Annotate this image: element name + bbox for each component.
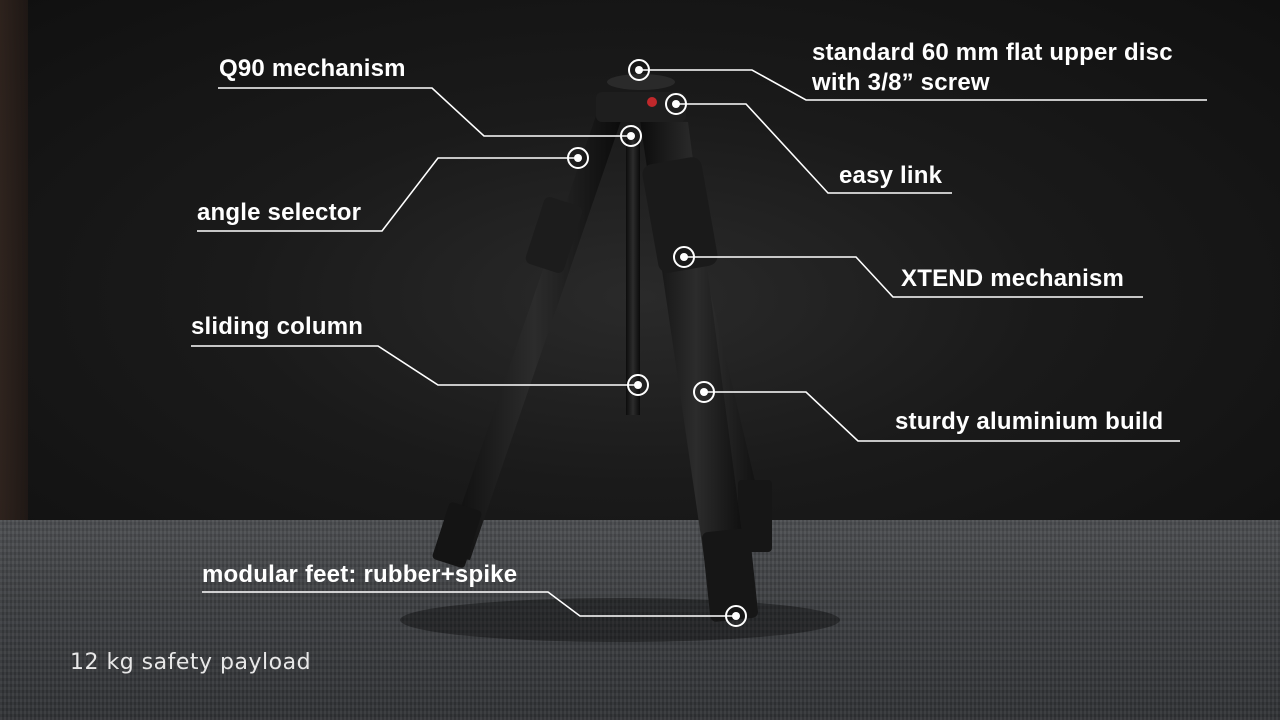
front-foot [702, 528, 758, 622]
xtend-lock [642, 157, 718, 273]
marker-aluminium [693, 381, 715, 403]
left-foot [432, 502, 482, 568]
tripod-shadow [400, 598, 840, 642]
marker-feet [725, 605, 747, 627]
angle-selector-block [525, 197, 583, 273]
marker-xtend [673, 246, 695, 268]
label-q90-mechanism: Q90 mechanism [219, 55, 406, 82]
label-aluminium-build: sturdy aluminium build [895, 408, 1164, 435]
label-upper-disc: standard 60 mm flat upper disc with 3/8”… [812, 38, 1173, 98]
callout-markers [567, 59, 747, 627]
line-aluminium [704, 391, 1180, 442]
carpet-floor [0, 520, 1280, 720]
payload-caption: 12 kg safety payload [70, 650, 312, 675]
label-xtend-mechanism: XTEND mechanism [901, 265, 1125, 292]
line-feet [202, 591, 736, 617]
label-upper-disc-line1: standard 60 mm flat upper disc [812, 39, 1173, 66]
line-upper-disc [640, 69, 1207, 101]
marker-upper-disc [628, 59, 650, 81]
line-angle-selector [197, 157, 578, 232]
upper-disc [607, 74, 675, 90]
marker-angle-selector [567, 147, 589, 169]
marker-sliding-column [627, 374, 649, 396]
brand-red-dot [647, 97, 657, 107]
line-xtend [684, 256, 1143, 298]
label-upper-disc-line2: with 3/8” screw [812, 69, 990, 96]
marker-q90 [620, 125, 642, 147]
label-easy-link: easy link [839, 162, 943, 189]
line-easy-link [676, 103, 952, 194]
label-sliding-column: sliding column [191, 313, 364, 340]
label-angle-selector: angle selector [197, 199, 362, 226]
label-modular-feet: modular feet: rubber+spike [202, 561, 518, 588]
tripod-left-leg [444, 110, 624, 560]
marker-easy-link [665, 93, 687, 115]
tripod-head [596, 92, 686, 122]
callout-lines [191, 69, 1207, 617]
brick-wall-edge [0, 0, 28, 520]
center-column [626, 140, 640, 415]
line-q90 [218, 87, 630, 137]
line-sliding-column [191, 345, 638, 386]
